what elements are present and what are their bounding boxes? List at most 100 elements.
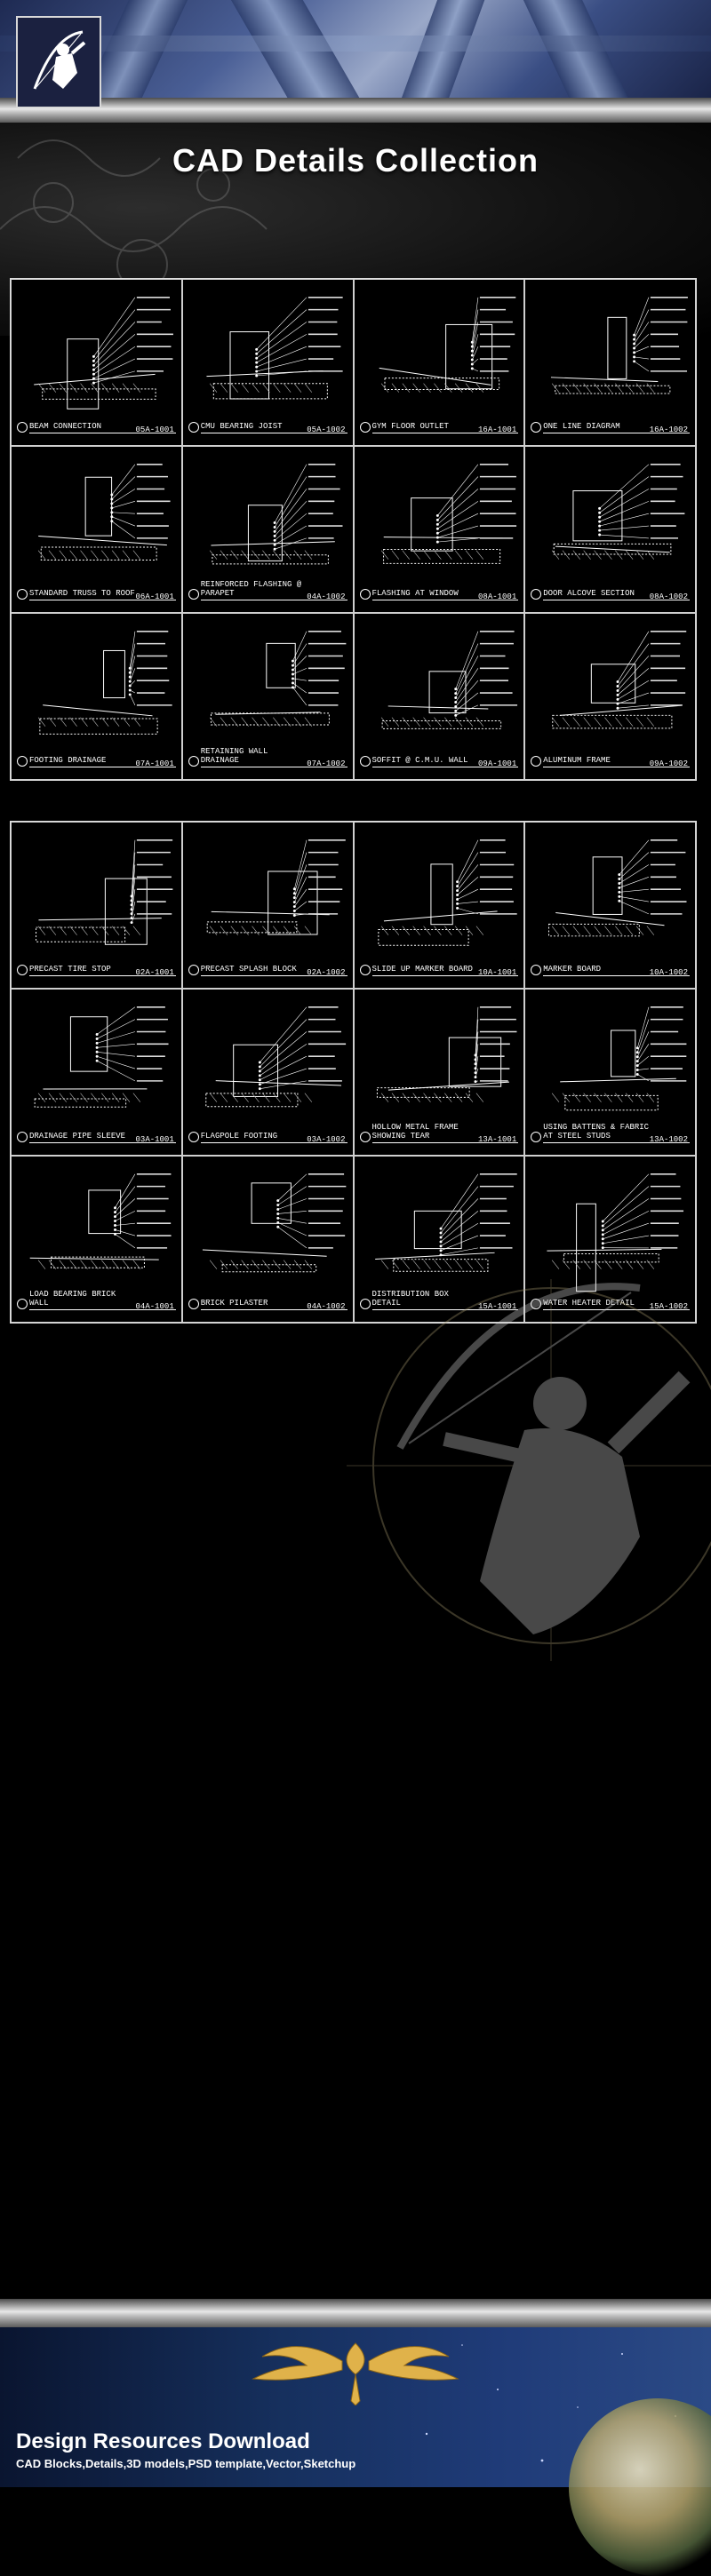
detail-title: SLIDE UP MARKER BOARD: [372, 965, 473, 974]
detail-marker-icon: [17, 589, 28, 600]
footer-chrome-bar: [0, 2299, 711, 2327]
cad-drawing: [355, 614, 524, 779]
detail-title: REINFORCED FLASHING @ PARAPET: [201, 580, 308, 598]
detail-title: DOOR ALCOVE SECTION: [543, 589, 635, 598]
detail-title: CMU BEARING JOIST: [201, 422, 283, 431]
cad-drawing: [183, 990, 353, 1155]
detail-code: 08A-1002: [650, 592, 688, 601]
detail-title: FOOTING DRAINAGE: [29, 756, 106, 765]
detail-title: ONE LINE DIAGRAM: [543, 422, 619, 431]
detail-title: BEAM CONNECTION: [29, 422, 101, 431]
cad-detail-cell[interactable]: BRICK PILASTER 04A-1002: [182, 1156, 354, 1323]
detail-code: 09A-1001: [478, 759, 516, 768]
cad-detail-cell[interactable]: DOOR ALCOVE SECTION 08A-1002: [524, 446, 696, 613]
detail-code: 04A-1002: [307, 592, 345, 601]
cad-detail-cell[interactable]: BEAM CONNECTION 05A-1001: [11, 279, 182, 446]
detail-code: 04A-1002: [307, 1302, 345, 1311]
gold-ornament-icon: [227, 2334, 484, 2405]
detail-marker-icon: [188, 422, 199, 433]
detail-marker-icon: [17, 422, 28, 433]
cad-drawing: [12, 614, 181, 779]
detail-code: 05A-1001: [136, 425, 174, 434]
cad-drawing: [525, 823, 695, 988]
detail-title: BRICK PILASTER: [201, 1299, 268, 1308]
detail-code: 10A-1002: [650, 968, 688, 977]
detail-code: 02A-1001: [136, 968, 174, 977]
detail-title: STANDARD TRUSS TO ROOF: [29, 589, 135, 598]
cad-drawing: [525, 280, 695, 445]
detail-code: 03A-1001: [136, 1135, 174, 1144]
detail-title: GYM FLOOR OUTLET: [372, 422, 449, 431]
page-title: CAD Details Collection: [0, 142, 711, 179]
detail-code: 05A-1002: [307, 425, 345, 434]
detail-title: PRECAST SPLASH BLOCK: [201, 965, 297, 974]
detail-marker-icon: [188, 1299, 199, 1309]
detail-marker-icon: [188, 965, 199, 975]
cad-detail-cell[interactable]: SOFFIT @ C.M.U. WALL 09A-1001: [354, 613, 525, 780]
cad-detail-cell[interactable]: CMU BEARING JOIST 05A-1002: [182, 279, 354, 446]
cad-drawing: [525, 447, 695, 612]
detail-title: MARKER BOARD: [543, 965, 601, 974]
detail-title: PRECAST TIRE STOP: [29, 965, 111, 974]
cad-drawing: [355, 280, 524, 445]
cad-detail-cell[interactable]: DRAINAGE PIPE SLEEVE 03A-1001: [11, 989, 182, 1156]
detail-title: FLASHING AT WINDOW: [372, 589, 459, 598]
detail-code: 07A-1002: [307, 759, 345, 768]
cad-detail-cell[interactable]: FOOTING DRAINAGE 07A-1001: [11, 613, 182, 780]
cad-detail-cell[interactable]: FLASHING AT WINDOW 08A-1001: [354, 446, 525, 613]
detail-marker-icon: [17, 1132, 28, 1142]
cad-drawing: [355, 823, 524, 988]
cad-detail-cell[interactable]: SLIDE UP MARKER BOARD 10A-1001: [354, 822, 525, 989]
cad-drawing: [183, 823, 353, 988]
detail-title: USING BATTENS & FABRIC AT STEEL STUDS: [543, 1123, 650, 1141]
detail-code: 10A-1001: [478, 968, 516, 977]
detail-code: 13A-1001: [478, 1135, 516, 1144]
detail-code: 16A-1001: [478, 425, 516, 434]
cad-drawing: [12, 990, 181, 1155]
cad-drawing: [355, 447, 524, 612]
detail-code: 06A-1001: [136, 592, 174, 601]
detail-title: DRAINAGE PIPE SLEEVE: [29, 1132, 125, 1141]
detail-title: HOLLOW METAL FRAME SHOWING TEAR: [372, 1123, 479, 1141]
footer-subtitle: CAD Blocks,Details,3D models,PSD templat…: [16, 2457, 356, 2470]
detail-marker-icon: [360, 756, 371, 767]
archer-watermark-icon: [347, 1244, 711, 1661]
cad-detail-cell[interactable]: PRECAST TIRE STOP 02A-1001: [11, 822, 182, 989]
cad-drawing: [12, 447, 181, 612]
detail-title: SOFFIT @ C.M.U. WALL: [372, 756, 468, 765]
detail-code: 02A-1002: [307, 968, 345, 977]
detail-title: LOAD BEARING BRICK WALL: [29, 1290, 136, 1308]
detail-marker-icon: [17, 756, 28, 767]
detail-code: 08A-1001: [478, 592, 516, 601]
footer-title: Design Resources Download: [16, 2429, 310, 2454]
archer-logo-icon: [28, 27, 90, 98]
detail-marker-icon: [17, 965, 28, 975]
header-banner: [0, 0, 711, 98]
cad-drawing: [12, 823, 181, 988]
detail-code: 07A-1001: [136, 759, 174, 768]
detail-marker-icon: [188, 756, 199, 767]
detail-marker-icon: [360, 965, 371, 975]
detail-marker-icon: [360, 422, 371, 433]
detail-marker-icon: [17, 1299, 28, 1309]
detail-title: FLAGPOLE FOOTING: [201, 1132, 277, 1141]
detail-marker-icon: [360, 589, 371, 600]
detail-marker-icon: [188, 589, 199, 600]
cad-detail-sheet-1: BEAM CONNECTION 05A-1001 CMU BEARING JOIST…: [10, 278, 697, 781]
cad-detail-cell[interactable]: MARKER BOARD 10A-1002: [524, 822, 696, 989]
cad-drawing: [12, 280, 181, 445]
detail-title: ALUMINUM FRAME: [543, 756, 611, 765]
archer-logo[interactable]: [16, 16, 101, 108]
cad-detail-cell[interactable]: PRECAST SPLASH BLOCK 02A-1002: [182, 822, 354, 989]
header-chrome-bar: [0, 98, 711, 123]
cad-detail-cell[interactable]: GYM FLOOR OUTLET 16A-1001: [354, 279, 525, 446]
